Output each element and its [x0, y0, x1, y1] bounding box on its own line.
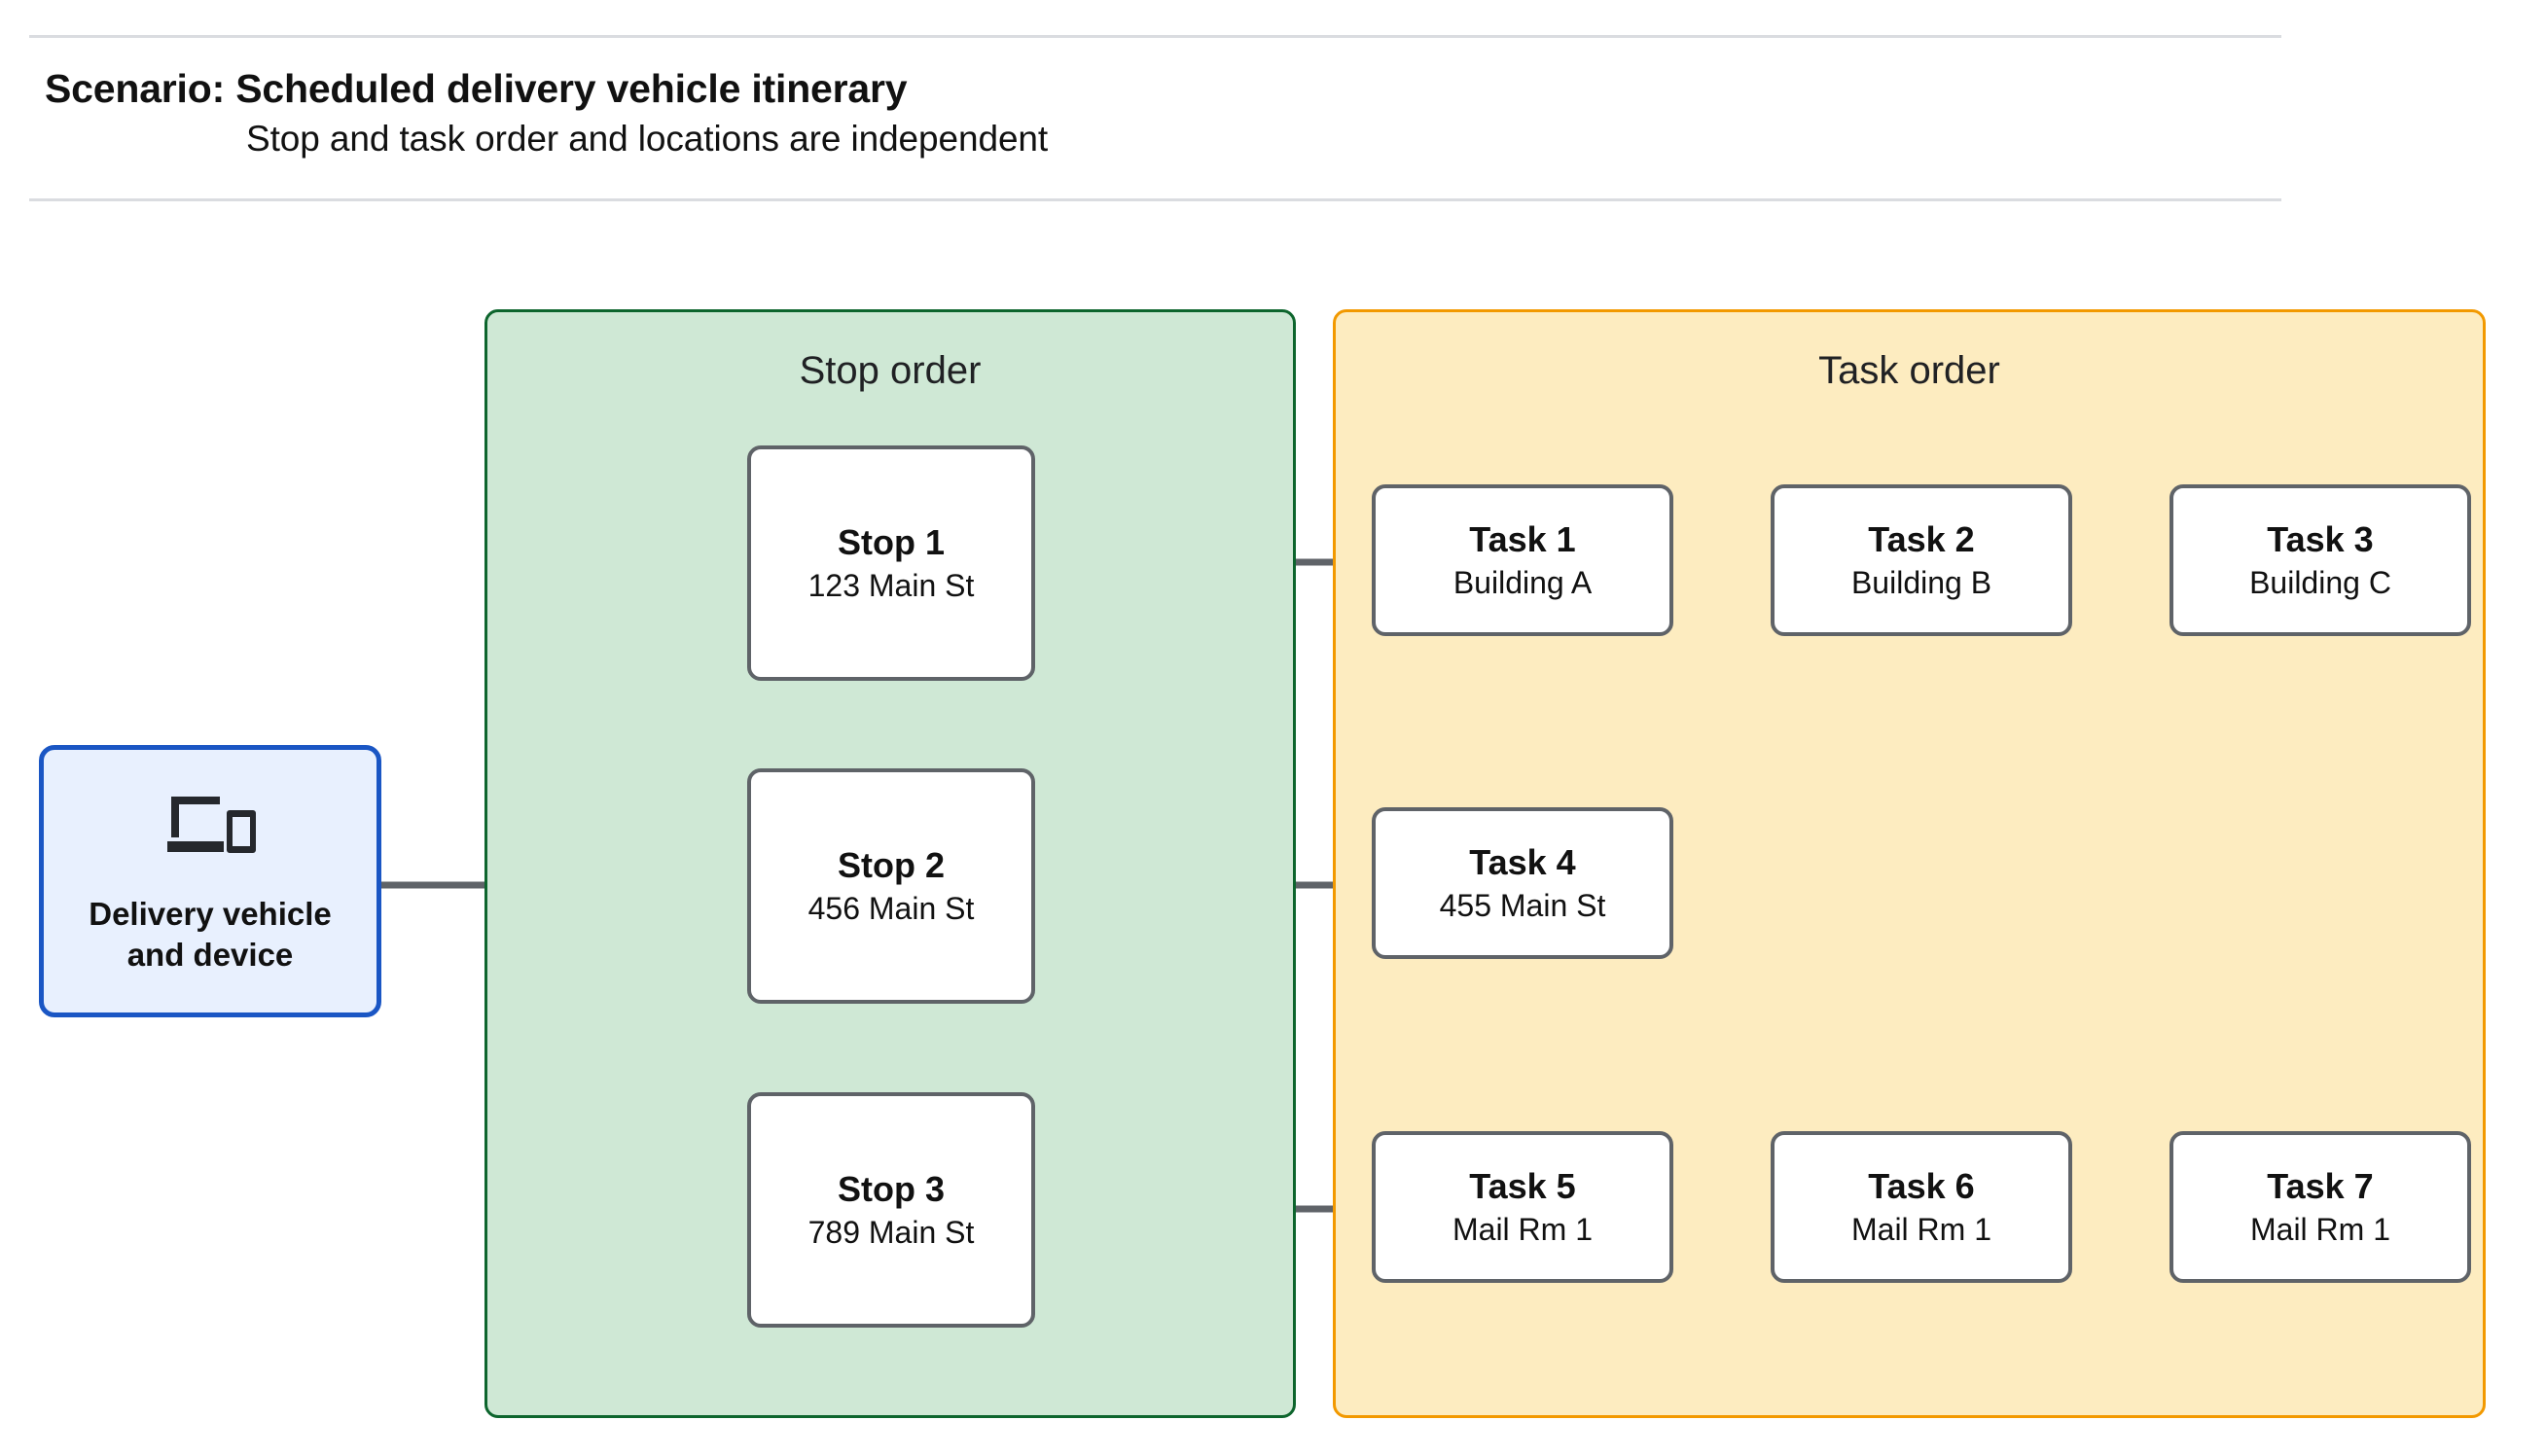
delivery-vehicle-and-device-node[interactable]: Delivery vehicle and device [39, 745, 381, 1017]
stop-node-1[interactable]: Stop 1 123 Main St [747, 445, 1035, 681]
stop-node-3-address: 789 Main St [807, 1215, 975, 1251]
vehicle-node-label: Delivery vehicle and device [89, 895, 332, 973]
task-node-5-location: Mail Rm 1 [1452, 1212, 1593, 1248]
task-node-5[interactable]: Task 5 Mail Rm 1 [1372, 1131, 1673, 1283]
stop-node-1-address: 123 Main St [807, 568, 975, 604]
task-node-1-title: Task 1 [1469, 518, 1576, 559]
task-node-3[interactable]: Task 3 Building C [2169, 484, 2471, 636]
task-node-2[interactable]: Task 2 Building B [1771, 484, 2072, 636]
task-node-6-location: Mail Rm 1 [1850, 1212, 1991, 1248]
devices-laptop-phone-icon [167, 796, 256, 853]
task-node-5-title: Task 5 [1469, 1165, 1576, 1206]
task-node-4[interactable]: Task 4 455 Main St [1372, 807, 1673, 959]
stop-node-1-title: Stop 1 [837, 521, 945, 562]
task-node-3-location: Building C [2249, 565, 2391, 601]
task-node-4-title: Task 4 [1469, 841, 1576, 882]
stop-node-2[interactable]: Stop 2 456 Main St [747, 768, 1035, 1004]
task-node-2-title: Task 2 [1868, 518, 1975, 559]
stop-order-panel-title: Stop order [799, 349, 982, 392]
task-node-6[interactable]: Task 6 Mail Rm 1 [1771, 1131, 2072, 1283]
page-subtitle: Stop and task order and locations are in… [246, 119, 1049, 159]
page-title: Scenario: Scheduled delivery vehicle iti… [45, 66, 908, 111]
header-divider-bottom [29, 198, 2281, 201]
task-node-1[interactable]: Task 1 Building A [1372, 484, 1673, 636]
stop-node-3-title: Stop 3 [837, 1168, 945, 1209]
task-node-4-location: 455 Main St [1439, 888, 1606, 924]
task-node-7[interactable]: Task 7 Mail Rm 1 [2169, 1131, 2471, 1283]
task-order-panel-title: Task order [1818, 349, 2000, 392]
task-node-1-location: Building A [1452, 565, 1593, 601]
header-divider-top [29, 35, 2281, 38]
task-node-6-title: Task 6 [1868, 1165, 1975, 1206]
task-node-3-title: Task 3 [2267, 518, 2374, 559]
task-node-7-location: Mail Rm 1 [2249, 1212, 2390, 1248]
task-node-2-location: Building B [1850, 565, 1992, 601]
stop-node-3[interactable]: Stop 3 789 Main St [747, 1092, 1035, 1328]
stop-node-2-address: 456 Main St [807, 891, 975, 927]
stop-node-2-title: Stop 2 [837, 844, 945, 885]
task-node-7-title: Task 7 [2267, 1165, 2374, 1206]
